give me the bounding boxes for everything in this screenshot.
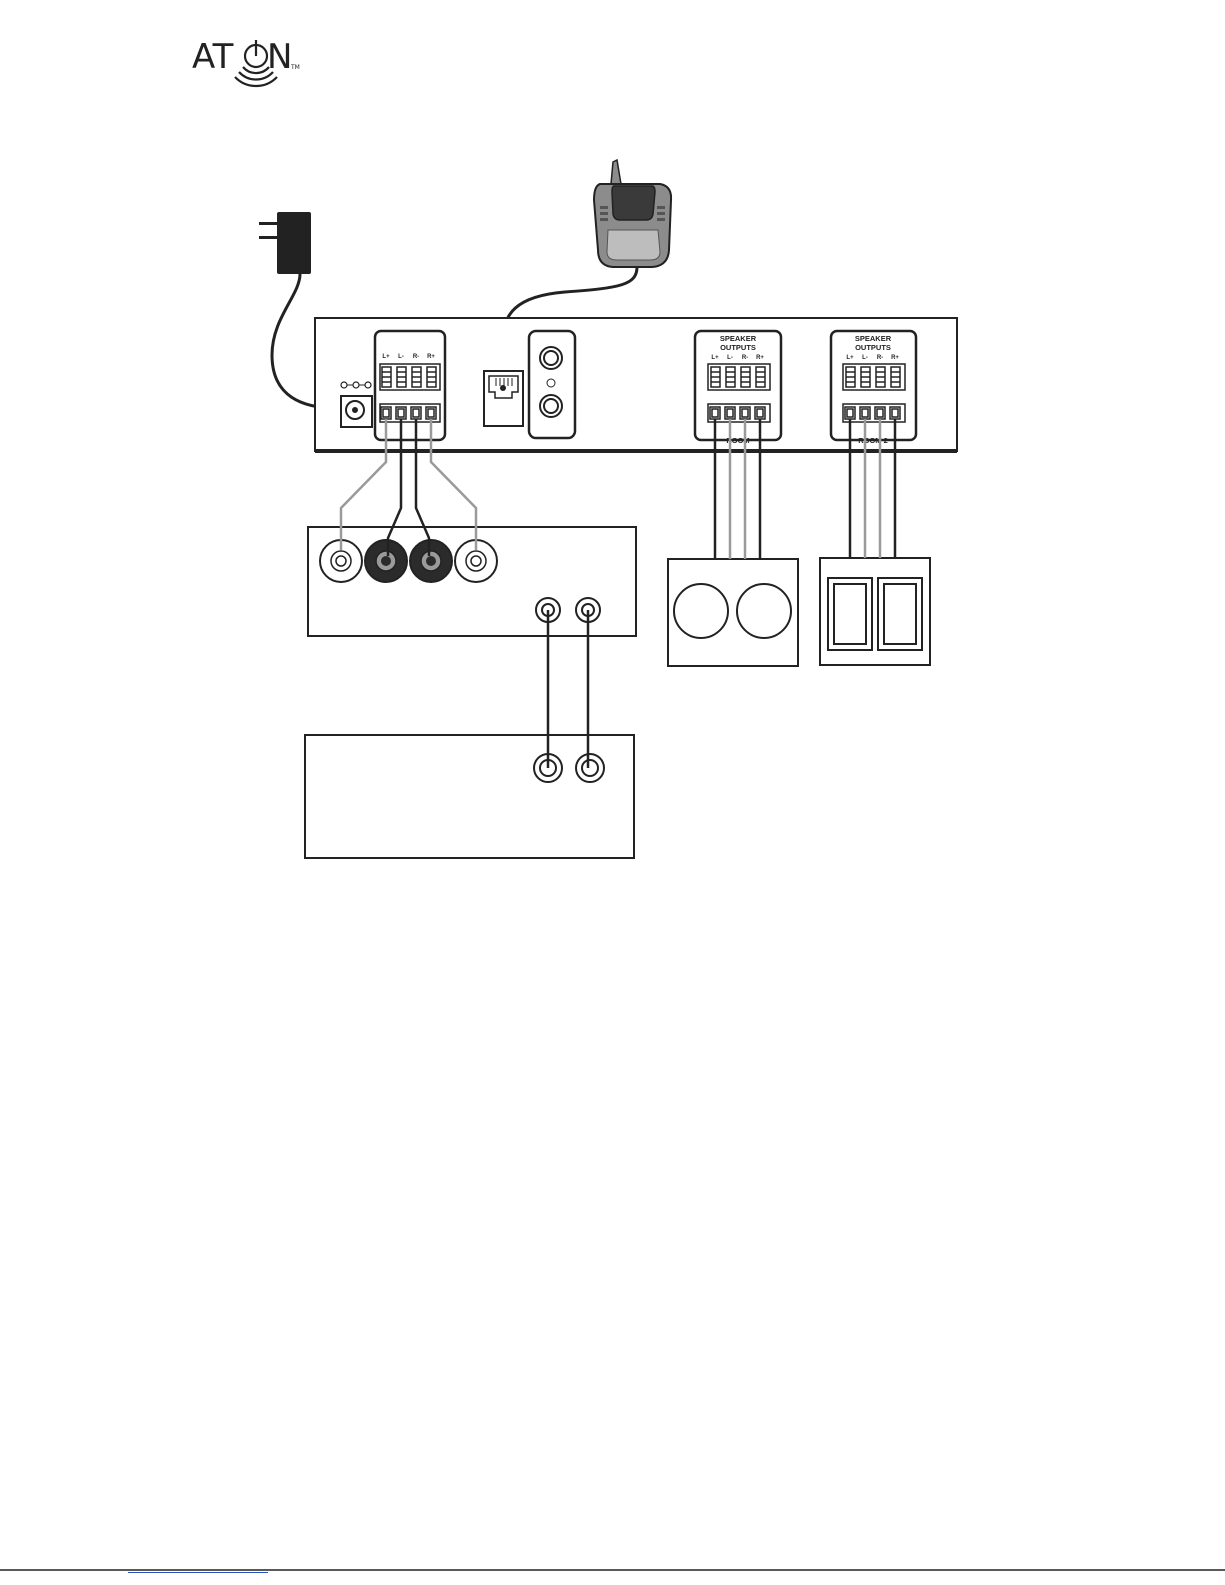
room1-terminal-label-r-plus: R+ xyxy=(756,355,764,361)
room2-terminal-label-l-minus: L- xyxy=(862,355,868,361)
room1-speaker-outputs: SPEAKER OUTPUTS L+ L- R- R+ ROOM xyxy=(695,331,781,445)
panel-rca-pair xyxy=(529,331,575,438)
room1-terminal-label-l-plus: L+ xyxy=(711,355,719,361)
room2-terminal-label-r-minus: R- xyxy=(877,355,883,361)
logo-brand-tail: N xyxy=(267,37,292,77)
logo-trademark: TM xyxy=(290,64,300,71)
rj-jack xyxy=(484,371,523,426)
room2-label: ROOM 2 xyxy=(858,436,888,445)
input-terminal-label-l-minus: L- xyxy=(398,354,404,360)
room2-wall-control xyxy=(820,558,930,665)
receiver-binding-post-l-minus xyxy=(365,540,407,582)
room2-terminal-label-l-plus: L+ xyxy=(846,355,854,361)
room2-terminal-label-r-plus: R+ xyxy=(891,355,899,361)
room1-terminal-label-r-minus: R- xyxy=(742,355,748,361)
room1-header-speaker: SPEAKER xyxy=(720,334,757,343)
room1-terminal-label-l-minus: L- xyxy=(727,355,733,361)
input-terminal-label-r-plus: R+ xyxy=(427,354,435,360)
input-terminal-label-l-plus: L+ xyxy=(382,354,390,360)
room1-header-outputs: OUTPUTS xyxy=(720,343,756,352)
logo-brand: AT xyxy=(192,37,234,77)
room2-speaker-outputs: SPEAKER OUTPUTS L+ L- R- R+ ROOM 2 xyxy=(831,331,916,445)
footer-link-underline[interactable] xyxy=(128,1572,268,1573)
input-terminal-label-r-minus: R- xyxy=(413,354,419,360)
room2-header-outputs: OUTPUTS xyxy=(855,343,891,352)
room2-header-speaker: SPEAKER xyxy=(855,334,892,343)
aton-logo: AT N TM xyxy=(192,37,300,86)
secondary-device xyxy=(305,735,634,858)
receiver-binding-post-r-minus xyxy=(410,540,452,582)
secondary-rca-right xyxy=(576,754,604,782)
room1-speaker xyxy=(668,559,798,666)
